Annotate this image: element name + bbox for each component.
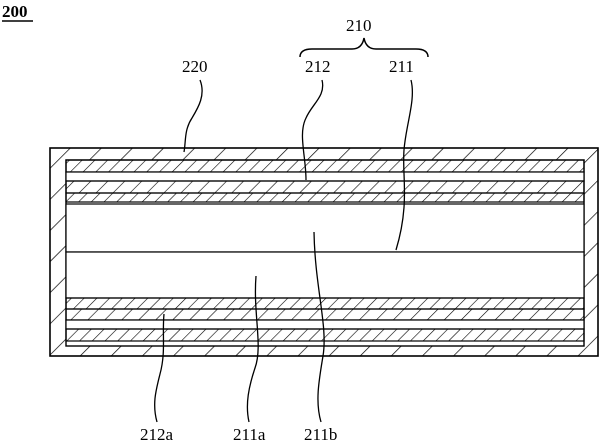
figure-number: 200 — [2, 2, 28, 21]
label-212a: 212a — [140, 425, 174, 443]
leader-211b — [313, 231, 325, 423]
top-layer-stack-212 — [65, 159, 585, 203]
brace-210 — [299, 37, 429, 58]
leader-220 — [183, 79, 203, 153]
leader-211a — [246, 275, 259, 423]
leader-212 — [301, 79, 324, 181]
leader-212a — [154, 313, 165, 423]
bottom-layer-stack-212a — [65, 297, 585, 342]
core-211 — [65, 203, 585, 299]
label-210: 210 — [346, 16, 372, 35]
label-211b: 211b — [304, 425, 337, 443]
label-211a: 211a — [233, 425, 266, 443]
label-220: 220 — [182, 57, 208, 76]
label-211: 211 — [389, 57, 414, 76]
label-212: 212 — [305, 57, 331, 76]
leader-211 — [395, 79, 414, 251]
